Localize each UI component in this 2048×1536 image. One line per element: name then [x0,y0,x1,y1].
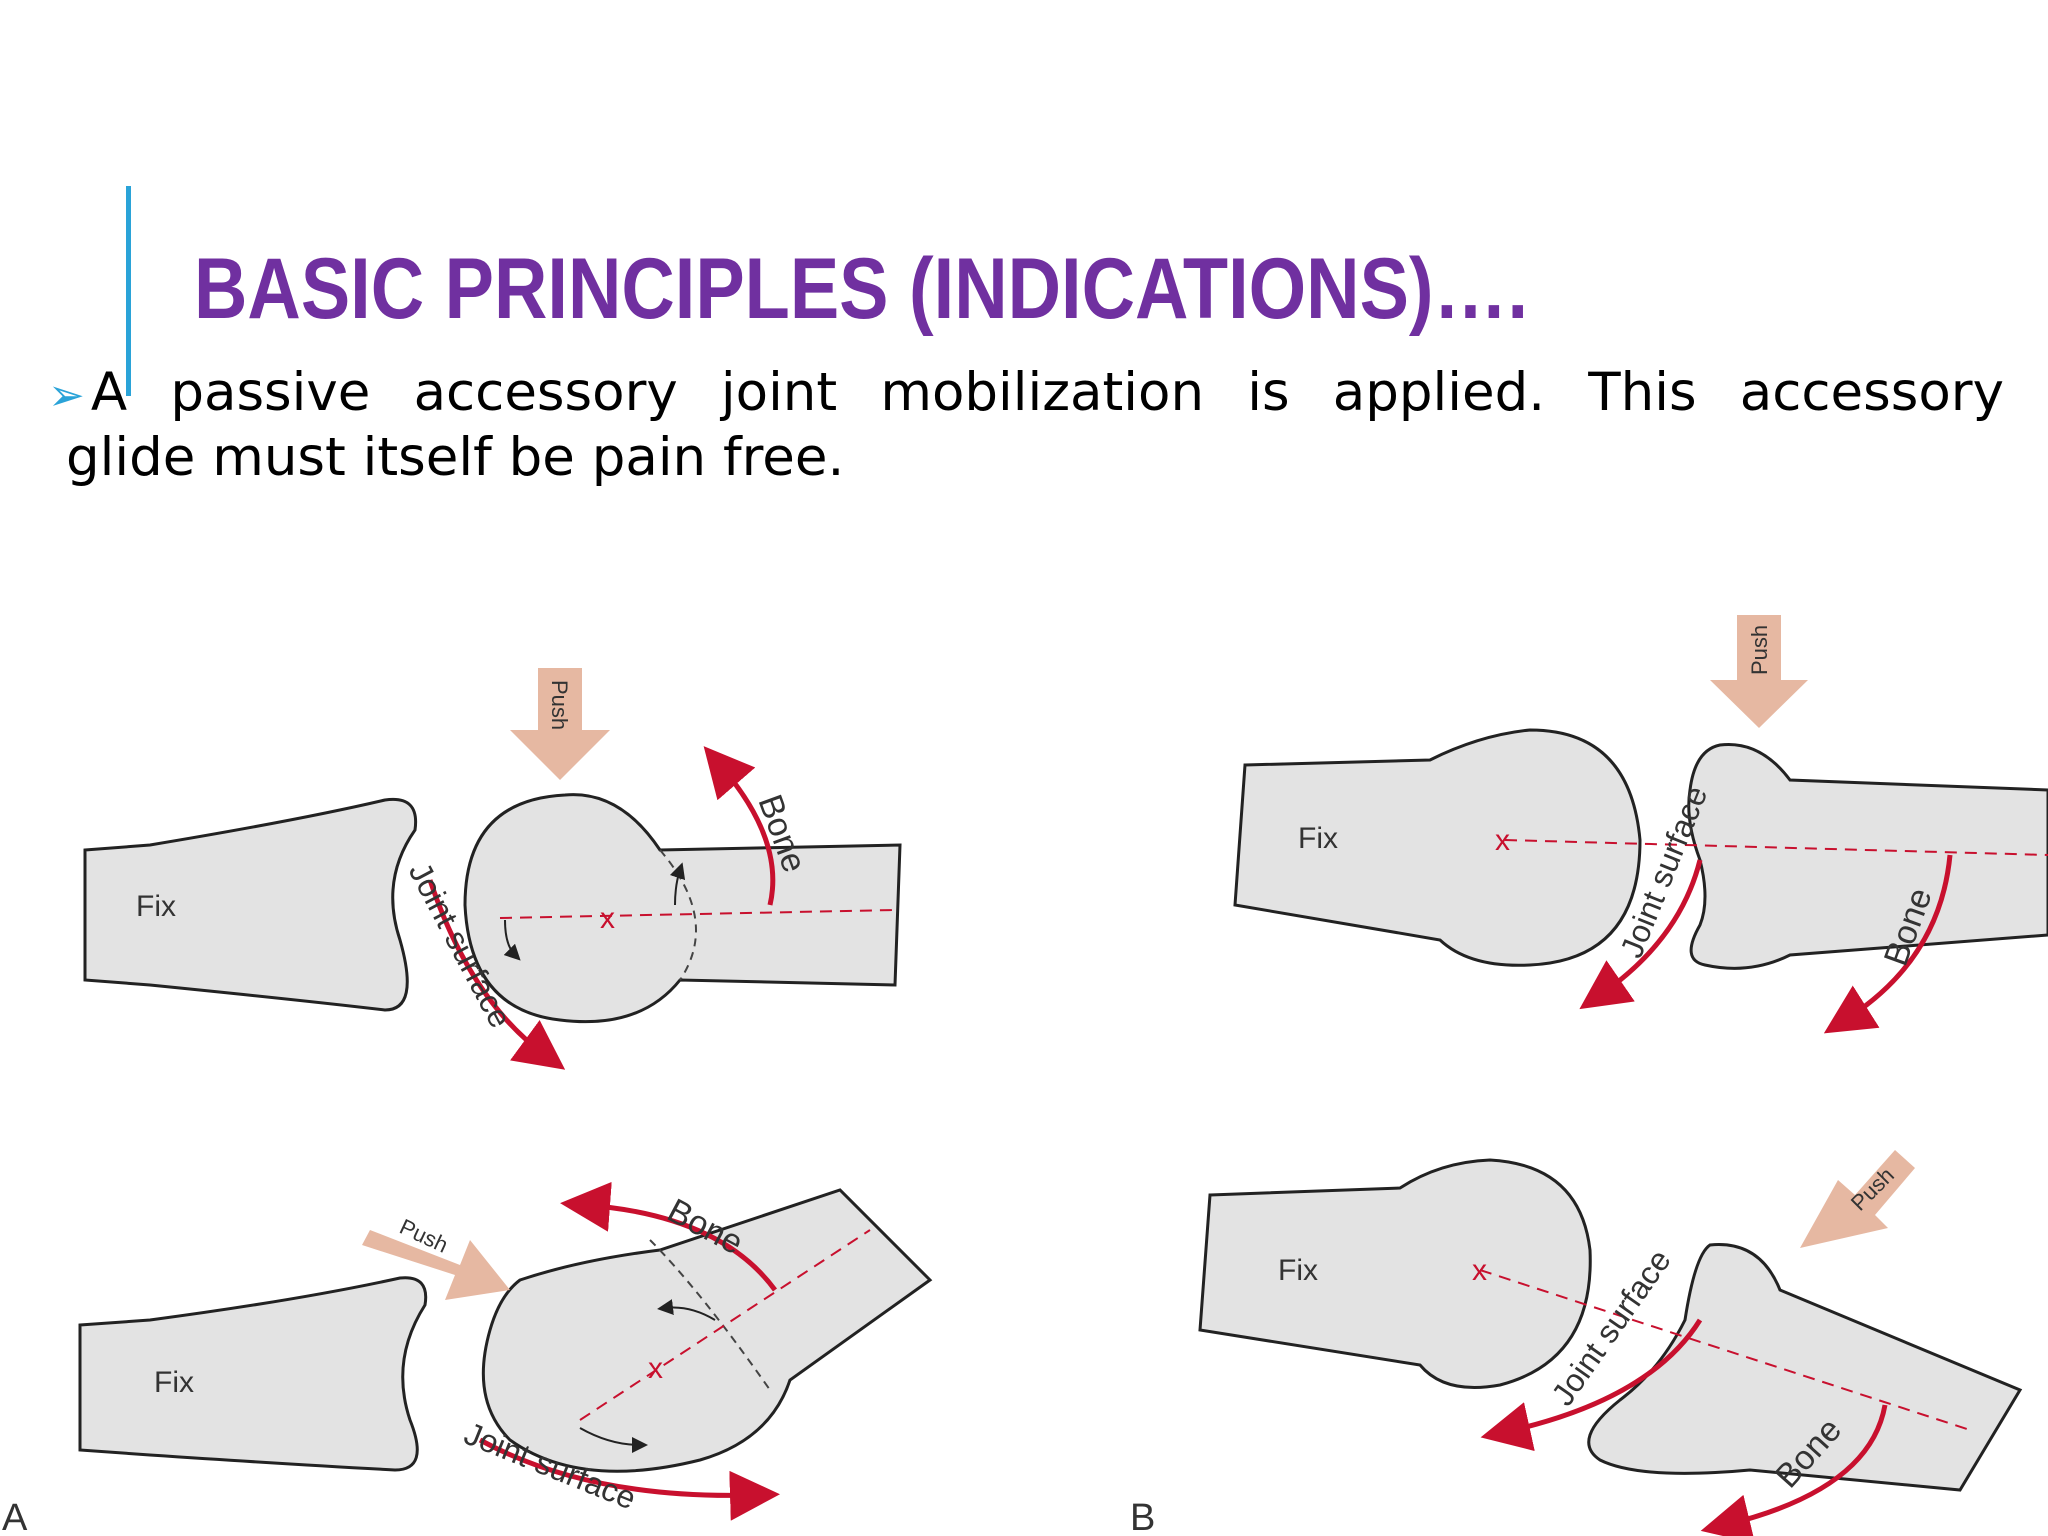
fix-label: Fix [1298,822,1338,855]
bullet-word: This [1588,362,1697,423]
fix-label: Fix [1278,1254,1318,1287]
x-mark: x [1472,1254,1487,1287]
moving-bone-convex [463,793,902,1024]
bullet-word: mobilization [880,362,1205,423]
slide-title: BASIC PRINCIPLES (INDICATIONS)…. [194,241,1529,337]
panel-a-label: A [2,1497,28,1536]
moving-bone-concave [1687,742,2048,970]
bullet-word: ➢A [48,362,128,423]
panel-a-bottom: Push Bone Joint surface Fix x A [2,1181,933,1536]
push-arrow-b-top: Push [1710,615,1808,728]
fixed-bone-concave [83,797,418,1012]
bullet-word: is [1247,362,1290,423]
bullet-word: accessory [413,362,678,423]
fixed-bone-concave [78,1276,428,1472]
bullet-word: accessory [1739,362,2004,423]
bullet-word: applied. [1332,362,1546,423]
bullet-arrow-icon: ➢ [48,370,85,421]
x-mark: x [600,902,615,935]
panel-b-top: Push Joint surface Bone Fix x [1233,615,2048,1034]
push-arrow-a-top: Push [510,668,610,780]
fixed-bone-convex [1198,1158,1592,1389]
fix-label: Fix [154,1366,194,1399]
push-label: Push [1747,625,1772,675]
panel-b-bottom: Push Joint surface Bone Fix x B [1130,1150,2023,1536]
accent-bar [126,186,131,396]
push-label: Push [547,680,572,730]
moving-bone-convex [481,1188,933,1473]
bullet-word: joint [720,362,838,423]
bullet-line-1: ➢A passive accessory joint mobilization … [48,362,2004,427]
panel-b-label: B [1130,1497,1155,1536]
panel-a-top: Push Bone Joint surface Fix x [83,668,902,1070]
fix-label: Fix [136,890,176,923]
push-arrow-b-bottom: Push [1800,1150,1915,1248]
bullet-word: passive [170,362,371,423]
moving-bone-concave [1587,1243,2023,1492]
fixed-bone-convex [1233,728,1642,967]
x-mark: x [1495,824,1510,857]
x-mark: x [648,1352,663,1385]
bullet-line-2: glide must itself be pain free. [66,427,845,488]
bullet-paragraph: ➢A passive accessory joint mobilization … [48,362,2004,489]
